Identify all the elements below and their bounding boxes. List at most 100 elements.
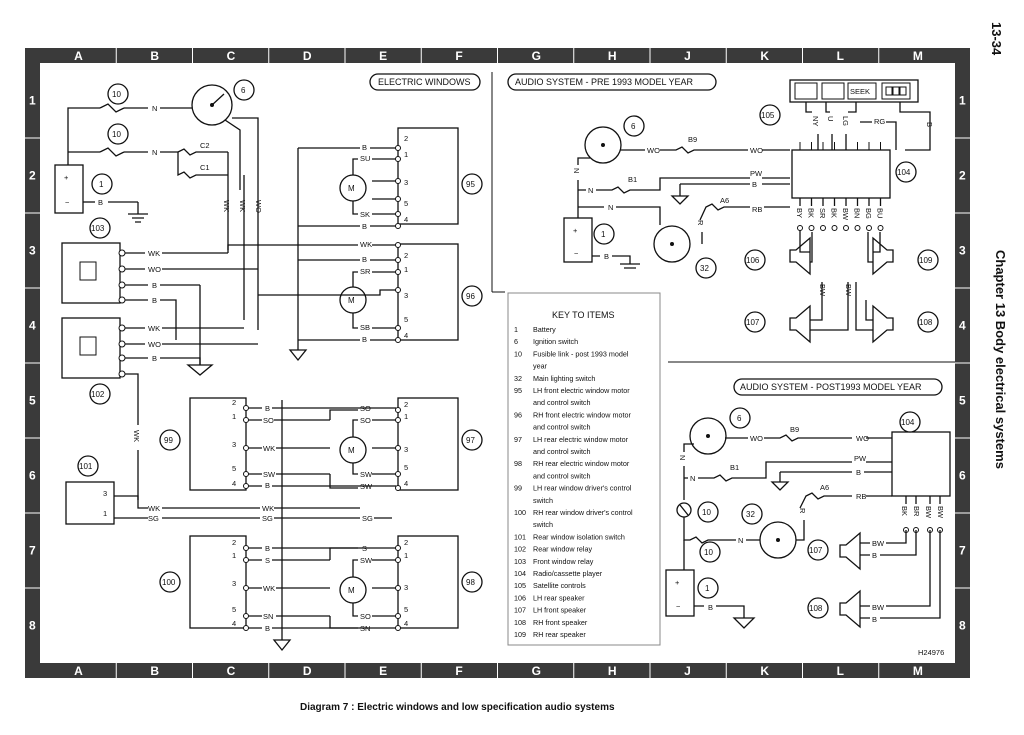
- svg-text:WK: WK: [263, 444, 275, 453]
- frame-column-label: B: [150, 49, 159, 63]
- terminal-number: 4: [232, 479, 236, 488]
- frame-column-label: M: [913, 49, 923, 63]
- svg-text:WK: WK: [222, 200, 231, 212]
- svg-text:N: N: [608, 203, 613, 212]
- svg-text:B: B: [265, 624, 270, 633]
- terminal-pin: [395, 257, 401, 263]
- svg-text:B: B: [362, 255, 367, 264]
- terminal-pin: [395, 325, 401, 331]
- svg-text:102: 102: [91, 390, 105, 399]
- svg-text:SG: SG: [262, 514, 273, 523]
- svg-text:BW: BW: [872, 603, 885, 612]
- svg-text:WK: WK: [360, 240, 372, 249]
- terminal-pin: [118, 281, 126, 289]
- svg-text:RG: RG: [874, 117, 885, 126]
- relay-102: [61, 317, 121, 379]
- terminal-pin: [243, 471, 249, 477]
- svg-text:SN: SN: [360, 624, 370, 633]
- svg-text:32: 32: [700, 264, 709, 273]
- frame-column-label: K: [760, 49, 769, 63]
- svg-text:10: 10: [112, 130, 121, 139]
- key-item-text: Ignition switch: [533, 337, 578, 346]
- svg-text:6: 6: [241, 86, 246, 95]
- key-item-number: 105: [514, 581, 526, 590]
- svg-text:WO: WO: [148, 340, 161, 349]
- svg-text:M: M: [348, 184, 355, 193]
- svg-text:BW: BW: [936, 506, 945, 519]
- key-item-text: year: [533, 362, 548, 371]
- frame-column-label: A: [74, 49, 83, 63]
- svg-text:108: 108: [809, 604, 823, 613]
- svg-text:BW: BW: [924, 506, 933, 519]
- terminal-number: 3: [232, 579, 236, 588]
- svg-text:N: N: [738, 536, 743, 545]
- frame-column-label: A: [74, 664, 83, 678]
- svg-text:B1: B1: [628, 175, 637, 184]
- svg-text:6: 6: [737, 414, 742, 423]
- frame-column-label: L: [837, 49, 844, 63]
- terminal-number: 2: [232, 398, 236, 407]
- frame-column-label: G: [532, 664, 541, 678]
- svg-text:104: 104: [901, 418, 915, 427]
- section-electric-windows-title: ELECTRIC WINDOWS: [378, 77, 471, 87]
- relay-103: [61, 242, 121, 304]
- key-item-text: RH rear window driver's control: [533, 508, 633, 517]
- connector-pin: [831, 225, 838, 231]
- key-item-text: and control switch: [533, 423, 591, 432]
- terminal-number: 2: [404, 251, 408, 260]
- terminal-pin: [395, 145, 401, 151]
- key-item-text: LH rear electric window motor: [533, 435, 629, 444]
- frame-column-label: C: [227, 664, 236, 678]
- window-switch-97: [397, 397, 459, 491]
- frame-row-label: 7: [959, 544, 966, 558]
- terminal-pin: [395, 585, 401, 591]
- svg-text:B: B: [362, 335, 367, 344]
- electric-windows-circuit: + − 1 B 10 10 N N 6 C2 C1 WK WK WO: [54, 79, 483, 652]
- svg-text:SB: SB: [360, 323, 370, 332]
- terminal-pin: [395, 557, 401, 563]
- wire-label: BN: [853, 208, 862, 218]
- connector-pin: [843, 225, 849, 231]
- terminal-pin: [395, 407, 401, 413]
- svg-text:M: M: [348, 586, 355, 595]
- frame-column-label: K: [760, 664, 769, 678]
- key-item-text: Satellite controls: [533, 581, 586, 590]
- frame-column-label: G: [532, 49, 541, 63]
- svg-text:104: 104: [897, 168, 911, 177]
- speaker-108-post: [839, 589, 861, 629]
- svg-text:98: 98: [466, 578, 475, 587]
- terminal-number: 1: [404, 150, 408, 159]
- svg-text:SW: SW: [360, 470, 373, 479]
- key-item-text: Rear window relay: [533, 545, 593, 554]
- key-item-text: Radio/cassette player: [533, 569, 603, 578]
- terminal-pin: [243, 625, 249, 631]
- svg-text:10: 10: [112, 90, 121, 99]
- svg-text:PW: PW: [750, 169, 763, 178]
- svg-text:+: +: [675, 578, 680, 587]
- svg-text:R: R: [696, 220, 705, 226]
- battery-1-post: [665, 569, 695, 617]
- page-number: 13-34: [989, 22, 1004, 56]
- svg-text:WK: WK: [148, 249, 160, 258]
- terminal-number: 1: [404, 412, 408, 421]
- frame-row-label: 3: [959, 244, 966, 258]
- frame-column-label: B: [150, 664, 159, 678]
- key-item-number: 98: [514, 459, 522, 468]
- frame-row-label: 6: [29, 469, 36, 483]
- terminal-pin: [118, 265, 126, 273]
- connector-pin: [820, 225, 826, 231]
- svg-text:WK: WK: [148, 324, 160, 333]
- motor-98: M: [339, 576, 367, 604]
- terminal-pin: [395, 178, 401, 184]
- svg-text:PW: PW: [854, 454, 867, 463]
- section-audio-pre-title: AUDIO SYSTEM - PRE 1993 MODEL YEAR: [515, 77, 694, 87]
- terminal-number: 4: [232, 619, 236, 628]
- svg-text:NY: NY: [811, 116, 820, 126]
- svg-text:SO: SO: [263, 416, 274, 425]
- svg-text:1: 1: [601, 230, 606, 239]
- svg-text:+: +: [64, 173, 69, 182]
- svg-text:SEEK: SEEK: [850, 87, 870, 96]
- svg-text:10: 10: [702, 508, 711, 517]
- svg-text:103: 103: [91, 224, 105, 233]
- key-item-number: 104: [514, 569, 526, 578]
